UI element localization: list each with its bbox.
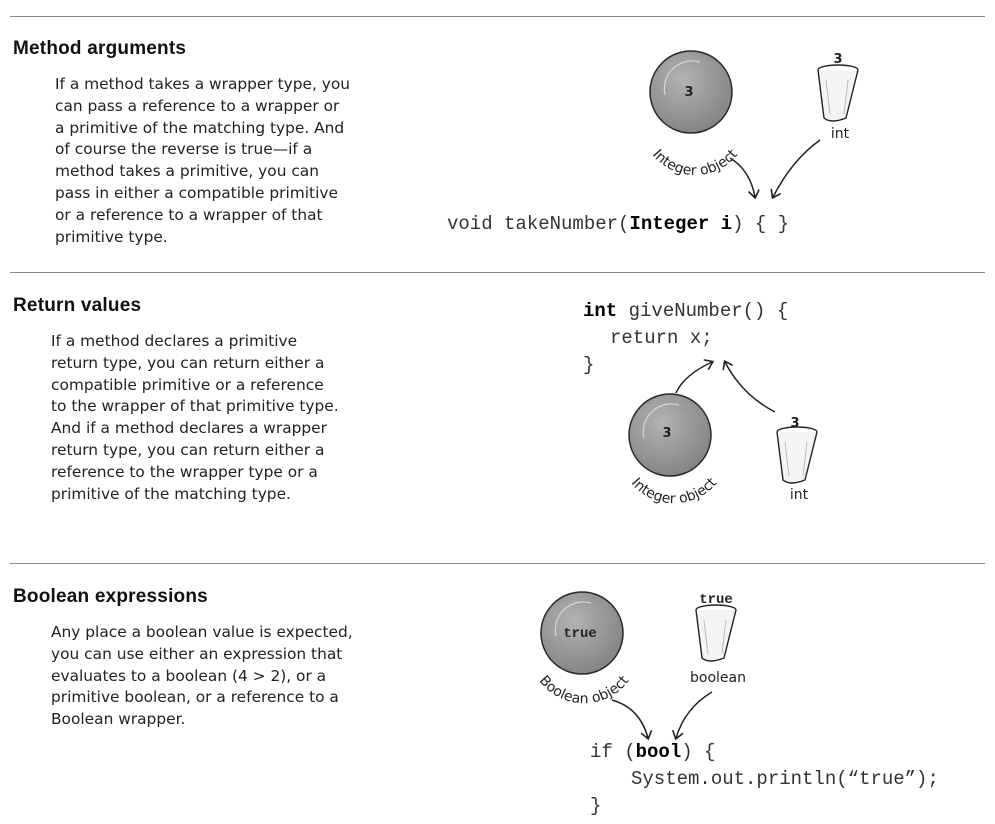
paragraph-line: compatible primitive or a reference: [51, 375, 324, 394]
cup-label: boolean: [690, 670, 746, 686]
paragraph-line: primitive boolean, or a reference to a: [51, 688, 339, 707]
code-if-bool-line1: if (bool) {: [590, 741, 715, 763]
paragraph-line: And if a method declares a wrapper: [51, 419, 327, 438]
code-text: if (: [590, 741, 636, 763]
paragraph-line: you can use either an expression that: [51, 644, 343, 663]
code-return-type: int: [583, 300, 618, 322]
paragraph-line: can pass a reference to a wrapper or: [55, 96, 340, 115]
integer-object-value: 3: [684, 85, 693, 100]
integer-object-label-path: Integer object: [628, 475, 720, 508]
paragraph-line: method takes a primitive, you can: [55, 162, 319, 181]
paragraph-line: primitive type.: [55, 227, 168, 246]
paragraph-line: return type, you can return either a: [51, 440, 325, 459]
cup-icon: [695, 604, 737, 662]
paragraph-line: a primitive of the matching type. And: [55, 118, 345, 137]
cup-value: true: [699, 592, 733, 608]
paragraph-line: return type, you can return either a: [51, 353, 325, 372]
paragraph-line: pass in either a compatible primitive: [55, 183, 338, 202]
code-text: giveNumber() {: [617, 300, 789, 322]
boolean-object-value: true: [563, 626, 597, 642]
divider-method-return: [10, 272, 985, 273]
code-give-number-line3: }: [583, 354, 595, 376]
paragraph-line: primitive of the matching type.: [51, 484, 291, 503]
paragraph-line: evaluates to a boolean (4 > 2), or a: [51, 666, 327, 685]
integer-object-label-path: Integer object: [649, 146, 741, 179]
code-text: ) {: [681, 741, 716, 763]
paragraph-line: If a method takes a wrapper type, you: [55, 75, 351, 93]
arrow-object-to-parameter: [729, 157, 760, 200]
cup-icon: [776, 426, 818, 484]
code-give-number-line1: int giveNumber() {: [583, 300, 788, 322]
paragraph-line: Any place a boolean value is expected,: [51, 623, 353, 641]
paragraph-line: If a method declares a primitive: [51, 332, 298, 350]
code-text: void takeNumber(: [447, 213, 630, 235]
code-give-number-line2: return x;: [610, 327, 713, 349]
cup-value: 3: [790, 416, 799, 431]
method-arguments-paragraph: If a method takes a wrapper type, you ca…: [55, 74, 350, 248]
integer-object-label: Integer object: [649, 146, 741, 179]
integer-object-sphere: [628, 393, 712, 477]
boolean-object-sphere: [540, 591, 624, 675]
integer-object-value: 3: [662, 426, 671, 441]
code-condition: bool: [635, 741, 682, 763]
integer-object-label: Integer object: [628, 475, 720, 508]
cup-value: 3: [833, 52, 842, 67]
arrow-cup-to-return: [722, 359, 776, 413]
cup-label: int: [790, 487, 809, 503]
divider-return-boolean: [10, 563, 985, 564]
return-values-paragraph: If a method declares a primitive return …: [51, 331, 339, 505]
cup-icon: [817, 64, 859, 122]
divider-top: [10, 16, 985, 17]
paragraph-line: of course the reverse is true—if a: [55, 140, 313, 159]
paragraph-line: reference to the wrapper type or a: [51, 462, 318, 481]
paragraph-line: to the wrapper of that primitive type.: [51, 397, 339, 416]
code-text: ) { }: [732, 213, 790, 235]
arrow-cup-to-condition: [672, 691, 713, 741]
arrow-object-to-return: [675, 359, 715, 394]
code-if-bool-line3: }: [590, 795, 602, 817]
cup-label: int: [831, 126, 850, 142]
section-heading-return-values: Return values: [13, 295, 142, 316]
arrow-object-to-condition: [611, 699, 653, 741]
boolean-expressions-paragraph: Any place a boolean value is expected, y…: [51, 622, 353, 731]
arrow-cup-to-parameter: [770, 139, 821, 200]
code-if-bool-line2: System.out.println(“true”);: [631, 768, 939, 790]
section-heading-method-arguments: Method arguments: [13, 38, 187, 59]
paragraph-line: or a reference to a wrapper of that: [55, 205, 323, 224]
integer-object-sphere: [649, 50, 733, 134]
code-parameter: Integer i: [629, 213, 733, 235]
code-take-number: void takeNumber(Integer i) { }: [447, 213, 789, 235]
section-heading-boolean-expressions: Boolean expressions: [13, 586, 208, 607]
paragraph-line: Boolean wrapper.: [51, 710, 186, 729]
